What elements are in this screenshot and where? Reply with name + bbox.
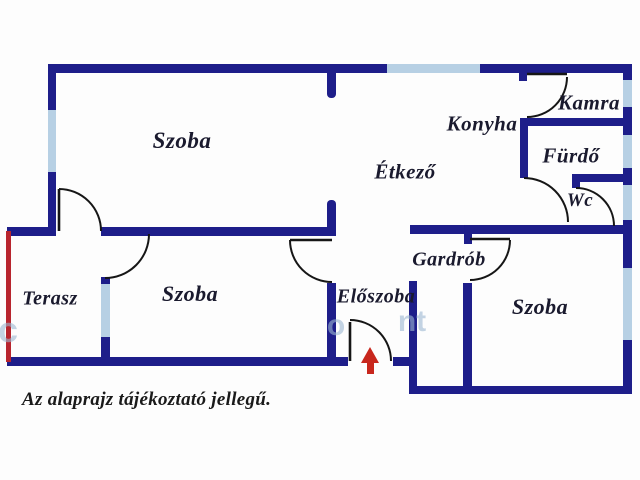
wall-right-4 xyxy=(623,220,632,268)
wall-furdo-left xyxy=(520,118,528,178)
terrace-open-edge xyxy=(6,231,11,362)
window-wc-right xyxy=(623,185,632,220)
door-arc-szoba-top xyxy=(58,188,102,232)
room-label-etkezo: Étkező xyxy=(374,159,436,184)
room-label-gardrob: Gardrób xyxy=(412,248,486,271)
room-label-kamra: Kamra xyxy=(557,90,621,115)
room-label-szoba-bottom-right: Szoba xyxy=(511,294,569,319)
window-terrace-wall xyxy=(101,284,110,337)
wall-gardrob-szoba xyxy=(463,283,472,394)
door-arc-szoba-eloszoba xyxy=(289,239,333,283)
wall-eloszoba-gardrob xyxy=(409,281,417,394)
wall-wc-hinge-stub xyxy=(572,174,580,188)
room-label-eloszoba: Előszoba xyxy=(336,285,416,308)
watermark-fragment: c xyxy=(0,309,19,350)
wall-right-1 xyxy=(623,64,632,80)
wall-left-upper xyxy=(48,64,56,110)
wall-bottom-right xyxy=(410,386,632,394)
door-arc-wc xyxy=(575,187,615,227)
door-arc-terasz-szoba xyxy=(104,233,150,279)
wall-bottom-entry-right xyxy=(393,357,417,366)
door-arc-gardrob-szoba xyxy=(469,239,511,281)
wall-top-left xyxy=(48,64,387,73)
window-szoba-right xyxy=(623,268,632,340)
window-kamra-right xyxy=(623,80,632,107)
wall-terrace-stub xyxy=(101,277,110,284)
wall-kamra-hinge-stub xyxy=(519,64,527,81)
room-label-szoba-top: Szoba xyxy=(152,128,212,153)
wall-terrace-lower xyxy=(101,337,110,366)
room-label-konyha: Konyha xyxy=(446,111,518,136)
wall-terrace-top xyxy=(7,227,56,236)
room-label-wc: Wc xyxy=(566,190,594,211)
window-left-wall xyxy=(48,110,56,172)
wall-kamra-furdo xyxy=(523,118,632,126)
room-label-terasz: Terasz xyxy=(22,287,78,310)
window-top-wall xyxy=(387,64,480,73)
room-label-szoba-bottom-left: Szoba xyxy=(161,281,219,306)
window-furdo-right xyxy=(623,135,632,168)
wall-middle-right xyxy=(410,225,632,234)
wall-left-lower xyxy=(48,172,56,236)
wall-stub-szoba-etkezo-lower xyxy=(327,200,336,236)
wall-szoba-eloszoba xyxy=(327,283,336,366)
door-arc-kamra xyxy=(526,76,568,118)
watermark-fragment: nt xyxy=(397,305,427,338)
wall-bottom-left xyxy=(7,357,348,366)
wall-stub-szoba-etkezo-upper xyxy=(327,73,336,98)
entrance-arrow-icon xyxy=(361,347,379,374)
watermark-fragment: o xyxy=(326,309,346,342)
room-label-furdo: Fürdő xyxy=(542,143,600,168)
wall-gardrob-hinge-stub xyxy=(464,234,472,244)
wall-right-3 xyxy=(623,168,632,185)
wall-right-5 xyxy=(623,340,632,394)
wall-wc-top xyxy=(572,174,632,182)
door-arc-furdo xyxy=(523,177,569,223)
wall-top-right xyxy=(480,64,632,73)
wall-right-2 xyxy=(623,107,632,135)
wall-middle-left xyxy=(101,227,335,236)
door-arc-entrance xyxy=(349,319,392,362)
caption: Az alaprajz tájékoztató jellegű. xyxy=(22,389,272,410)
